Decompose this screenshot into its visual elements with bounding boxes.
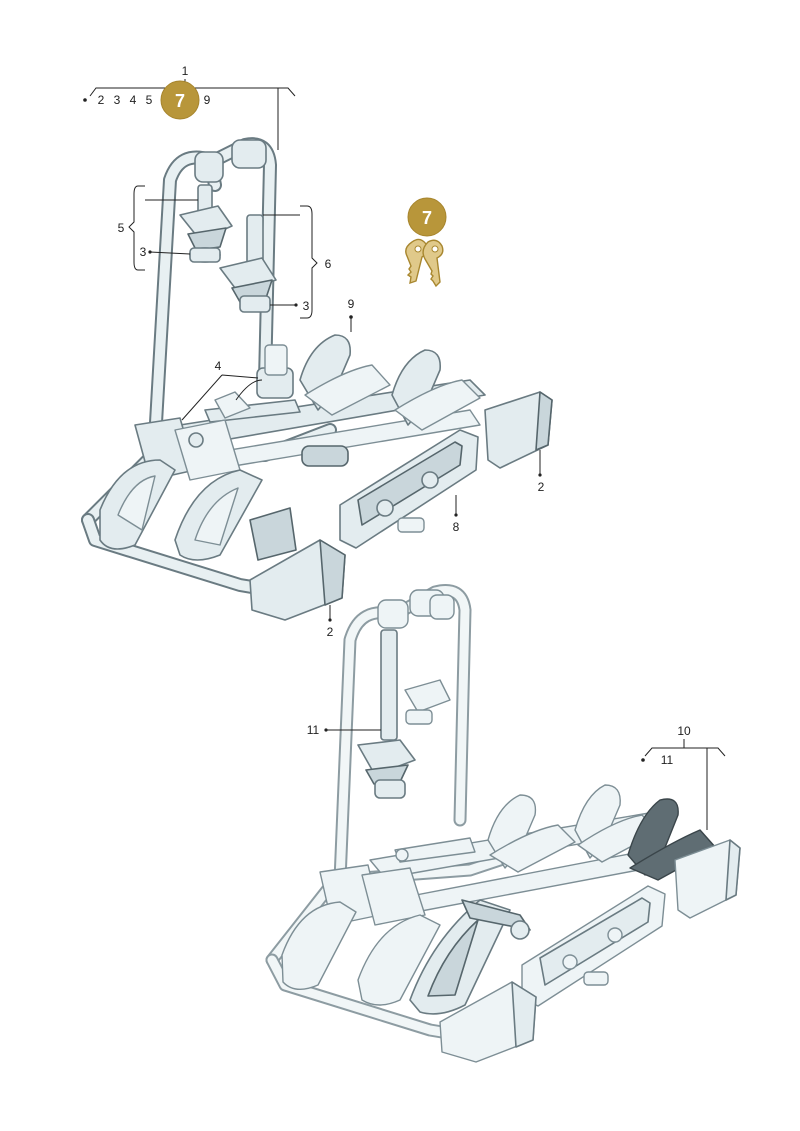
top-callouts: 5 3 6 3 9 4 2 8 2 — [118, 185, 545, 639]
badge-7-keys — [407, 197, 447, 237]
bottom-callouts: 11 10 11 — [307, 723, 726, 830]
label-11-callout: 11 — [307, 723, 320, 737]
keys-icon — [405, 238, 444, 288]
label-6-bracket: 6 — [325, 257, 332, 271]
label-5: 5 — [146, 93, 153, 107]
badge-7-top-text: 7 — [175, 91, 185, 111]
label-2b: 2 — [327, 625, 334, 639]
label-3a: 3 — [140, 245, 147, 259]
label-4: 4 — [130, 93, 137, 107]
label-3: 3 — [114, 93, 121, 107]
keys-group: 7 — [405, 197, 447, 288]
label-8: 8 — [453, 520, 460, 534]
label-1: 1 — [182, 64, 189, 78]
badge-7-keys-text: 7 — [422, 208, 432, 228]
bottom-bike-carrier — [265, 584, 741, 1063]
label-10: 10 — [677, 724, 691, 738]
label-2a: 2 — [538, 480, 545, 494]
label-9-callout: 9 — [348, 297, 355, 311]
label-9-top: 9 — [204, 93, 211, 107]
label-3b: 3 — [303, 299, 310, 313]
label-11-group: 11 — [661, 753, 674, 767]
badge-7-top — [160, 80, 200, 120]
top-bike-carrier — [81, 137, 553, 621]
label-5-bracket: 5 — [118, 221, 125, 235]
top-group-callout: 1 2 3 4 5 7 9 — [83, 64, 296, 150]
label-2: 2 — [98, 93, 105, 107]
label-4-callout: 4 — [215, 359, 222, 373]
